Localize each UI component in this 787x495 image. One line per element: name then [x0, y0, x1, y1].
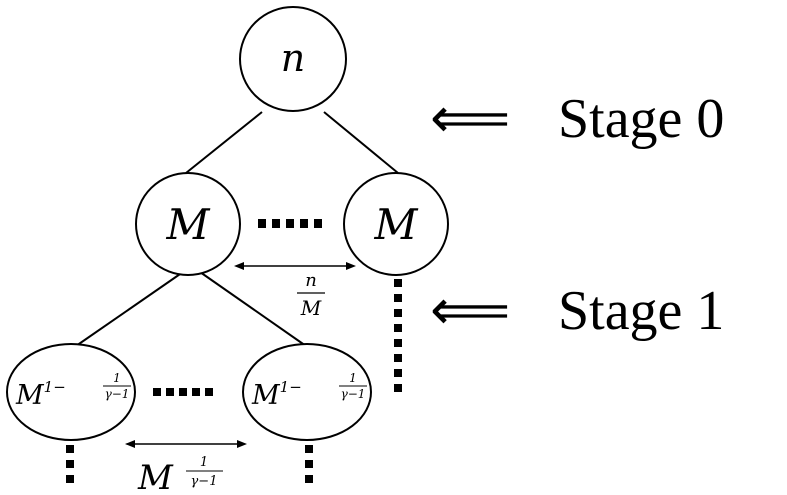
stage-1-arrow: ⟸	[430, 280, 510, 342]
edge-m-rightleaf	[199, 271, 307, 347]
node-root: n	[239, 6, 347, 112]
vertical-ellipsis-left-leaf	[66, 445, 74, 483]
spacing-arrow-level1	[234, 262, 356, 270]
stage-1-text: Stage 1	[558, 280, 724, 342]
node-level1-right: M	[343, 172, 449, 276]
vertical-ellipsis-right-leaf	[305, 445, 313, 483]
spacing-level1-numerator: n	[305, 270, 317, 291]
node-level2-left-base: M	[15, 380, 45, 411]
spacing-level2-exp-den: γ−1	[191, 474, 218, 489]
node-level2-right-label: M1−	[251, 378, 302, 411]
edge-root-left	[185, 111, 263, 174]
edge-root-right	[323, 111, 399, 174]
ellipsis-level2	[153, 388, 213, 396]
node-level2-right-exp-prefix: 1−	[280, 378, 302, 396]
node-level2-left-label: M1−	[15, 378, 66, 411]
stage-0-text: Stage 0	[558, 88, 724, 150]
node-level2-right-base: M	[251, 380, 281, 411]
stage-0-label: ⟸ Stage 0	[430, 88, 724, 150]
spacing-level2-exp-num: 1	[200, 455, 208, 470]
tree-edges	[75, 111, 399, 347]
ellipsis-level1	[258, 219, 322, 228]
node-root-label: n	[281, 36, 305, 80]
node-level2-left-exp-prefix: 1−	[44, 378, 66, 396]
node-level2-right-exp-num: 1	[349, 371, 357, 385]
node-level1-right-label: M	[373, 200, 418, 249]
node-level2-left: M1− 1 γ−1	[6, 343, 136, 441]
stage-1-label: ⟸ Stage 1	[430, 280, 724, 342]
vertical-ellipsis-right-m	[394, 279, 402, 392]
edge-m-leftleaf	[75, 271, 184, 347]
spacing-arrow-level2	[125, 440, 247, 448]
node-level1-left: M	[135, 172, 241, 276]
spacing-label-level2: M 1 γ−1	[137, 455, 223, 495]
node-level1-left-label: M	[165, 200, 210, 249]
spacing-level1-denominator: M	[300, 296, 322, 320]
node-level2-left-exp-den: γ−1	[105, 387, 130, 401]
node-level2-right-exp-den: γ−1	[341, 387, 366, 401]
spacing-label-level1: n M	[297, 270, 325, 320]
node-level2-left-exp-num: 1	[113, 371, 121, 385]
node-level2-right: M1− 1 γ−1	[242, 343, 372, 441]
stage-0-arrow: ⟸	[430, 88, 510, 150]
spacing-level2-base: M	[137, 458, 174, 495]
